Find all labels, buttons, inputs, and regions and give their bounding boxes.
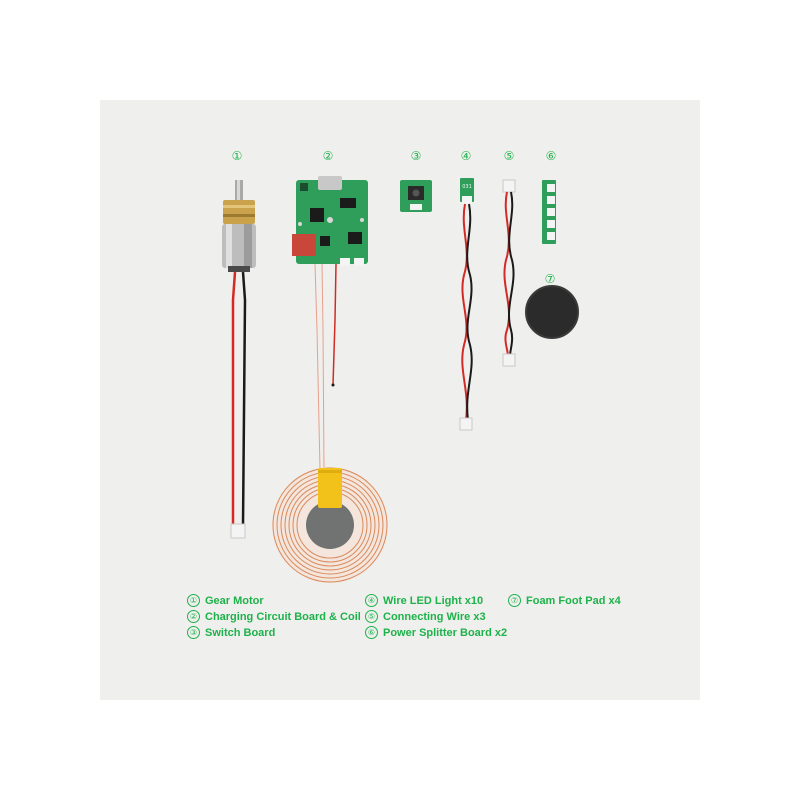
legend-item-charging-board: ② Charging Circuit Board & Coil (187, 610, 361, 624)
legend-mark: ④ (365, 594, 378, 607)
legend-item-gear-motor: ① Gear Motor (187, 594, 264, 608)
legend-item-foam-foot-pad: ⑦ Foam Foot Pad x4 (508, 594, 621, 608)
legend-item-power-splitter-board: ⑥ Power Splitter Board x2 (365, 626, 507, 640)
wireless-coil (272, 467, 388, 583)
legend-mark: ② (187, 610, 200, 623)
legend-mark: ⑦ (508, 594, 521, 607)
marker-5: ⑤ (503, 149, 515, 163)
legend-mark: ① (187, 594, 200, 607)
legend-text: Charging Circuit Board & Coil (205, 611, 361, 623)
legend-text: Gear Motor (205, 595, 264, 607)
legend-mark: ⑥ (365, 626, 378, 639)
legend-item-switch-board: ③ Switch Board (187, 626, 275, 640)
legend-text: Wire LED Light x10 (383, 595, 484, 607)
charging-circuit-board (292, 176, 368, 471)
marker-2: ② (322, 149, 334, 163)
legend-item-connecting-wire: ⑤ Connecting Wire x3 (365, 610, 486, 624)
switch-board (400, 180, 432, 212)
gear-motor (222, 180, 256, 539)
legend-text: Switch Board (205, 627, 276, 639)
board-silkscreen: 031 (462, 184, 472, 190)
legend-text: Foam Foot Pad x4 (526, 595, 621, 607)
legend-item-wire-led-light: ④ Wire LED Light x10 (365, 594, 483, 608)
marker-1: ① (231, 149, 243, 163)
connecting-wire (502, 179, 516, 367)
power-splitter-board (542, 180, 556, 244)
wire-led-light: 031 (459, 178, 474, 431)
marker-3: ③ (410, 149, 422, 163)
marker-7: ⑦ (544, 272, 556, 286)
foam-foot-pad (525, 285, 579, 339)
legend-mark: ⑤ (365, 610, 378, 623)
legend-text: Power Splitter Board x2 (383, 627, 508, 639)
legend-mark: ③ (187, 626, 200, 639)
legend-text: Connecting Wire x3 (383, 611, 486, 623)
marker-4: ④ (460, 149, 472, 163)
marker-6: ⑥ (545, 149, 557, 163)
